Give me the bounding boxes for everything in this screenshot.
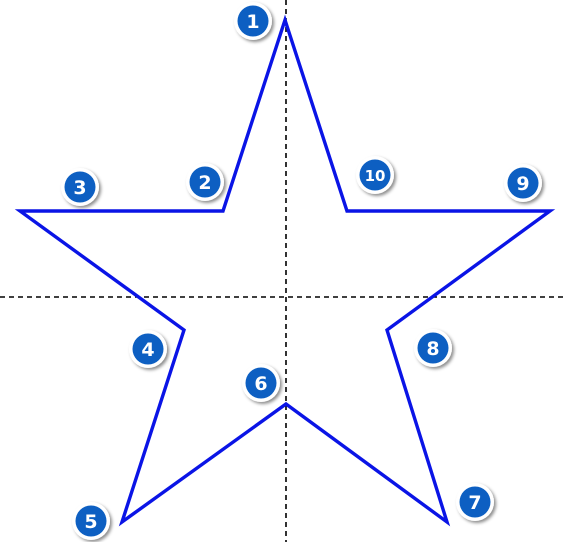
star-outline bbox=[14, 14, 556, 527]
badge-label: 4 bbox=[141, 339, 154, 361]
badge-label: 7 bbox=[468, 492, 481, 514]
badge-circle bbox=[359, 159, 391, 191]
badge-circle bbox=[189, 166, 221, 198]
badge-label: 8 bbox=[426, 338, 439, 360]
badge-7: 7 bbox=[456, 483, 494, 521]
badge-circle bbox=[75, 505, 107, 537]
badge-6: 6 bbox=[242, 364, 280, 402]
badge-circle bbox=[417, 332, 449, 364]
badge-circle bbox=[245, 367, 277, 399]
badge-label: 9 bbox=[516, 173, 529, 195]
badge-label: 6 bbox=[254, 373, 267, 395]
badge-label: 10 bbox=[365, 167, 386, 185]
badge-10: 10 bbox=[356, 156, 394, 194]
badge-9: 9 bbox=[504, 164, 542, 202]
badge-5: 5 bbox=[72, 502, 110, 540]
badge-circle bbox=[459, 486, 491, 518]
badge-label: 3 bbox=[73, 177, 86, 199]
badge-circle bbox=[132, 333, 164, 365]
badge-circle bbox=[64, 171, 96, 203]
badge-1: 1 bbox=[234, 2, 272, 40]
badge-8: 8 bbox=[414, 329, 452, 367]
badge-label: 1 bbox=[246, 11, 259, 33]
badge-4: 4 bbox=[129, 330, 167, 368]
badge-circle bbox=[507, 167, 539, 199]
badge-label: 5 bbox=[84, 511, 97, 533]
badges-layer: 1 2 3 4 5 6 7 8 9 10 bbox=[61, 2, 542, 540]
badge-label: 2 bbox=[198, 172, 211, 194]
badge-3: 3 bbox=[61, 168, 99, 206]
badge-2: 2 bbox=[186, 163, 224, 201]
badge-circle bbox=[237, 5, 269, 37]
